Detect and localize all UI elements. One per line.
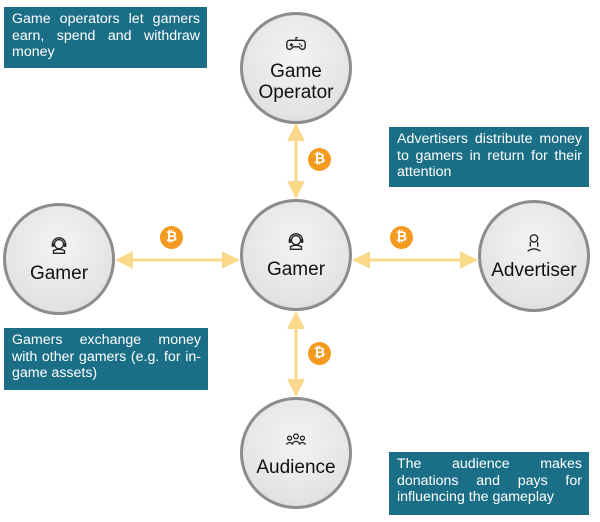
person-icon [527, 233, 541, 252]
bitcoin-icon: ₿ [390, 226, 413, 249]
node-gamer-center: Gamer [240, 199, 352, 311]
gamepad-icon [286, 36, 306, 50]
bitcoin-icon: ₿ [160, 226, 183, 249]
callout-audience: The audience makes donations and pays fo… [389, 452, 589, 515]
node-label-gamer-center: Gamer [266, 258, 326, 280]
node-advertiser: Advertiser [478, 200, 590, 312]
headset-gamer-icon [288, 232, 304, 250]
group-icon [285, 432, 307, 445]
callout-gamers: Gamers exchange money with other gamers … [4, 328, 208, 390]
bitcoin-icon: ₿ [308, 148, 331, 171]
node-label-gamer-left: Gamer [29, 262, 89, 284]
headset-gamer-icon [51, 236, 67, 254]
node-label-audience: Audience [256, 456, 336, 478]
node-gamer-left: Gamer [3, 203, 115, 315]
node-game-operator: Game Operator [240, 12, 352, 124]
node-label-game-operator: Game Operator [258, 61, 334, 103]
node-label-advertiser: Advertiser [491, 259, 577, 281]
bitcoin-icon: ₿ [308, 342, 331, 365]
callout-advertisers: Advertisers distribute money to gamers i… [389, 127, 589, 187]
callout-game-operators: Game operators let gamers earn, spend an… [4, 7, 207, 68]
node-audience: Audience [240, 397, 352, 509]
